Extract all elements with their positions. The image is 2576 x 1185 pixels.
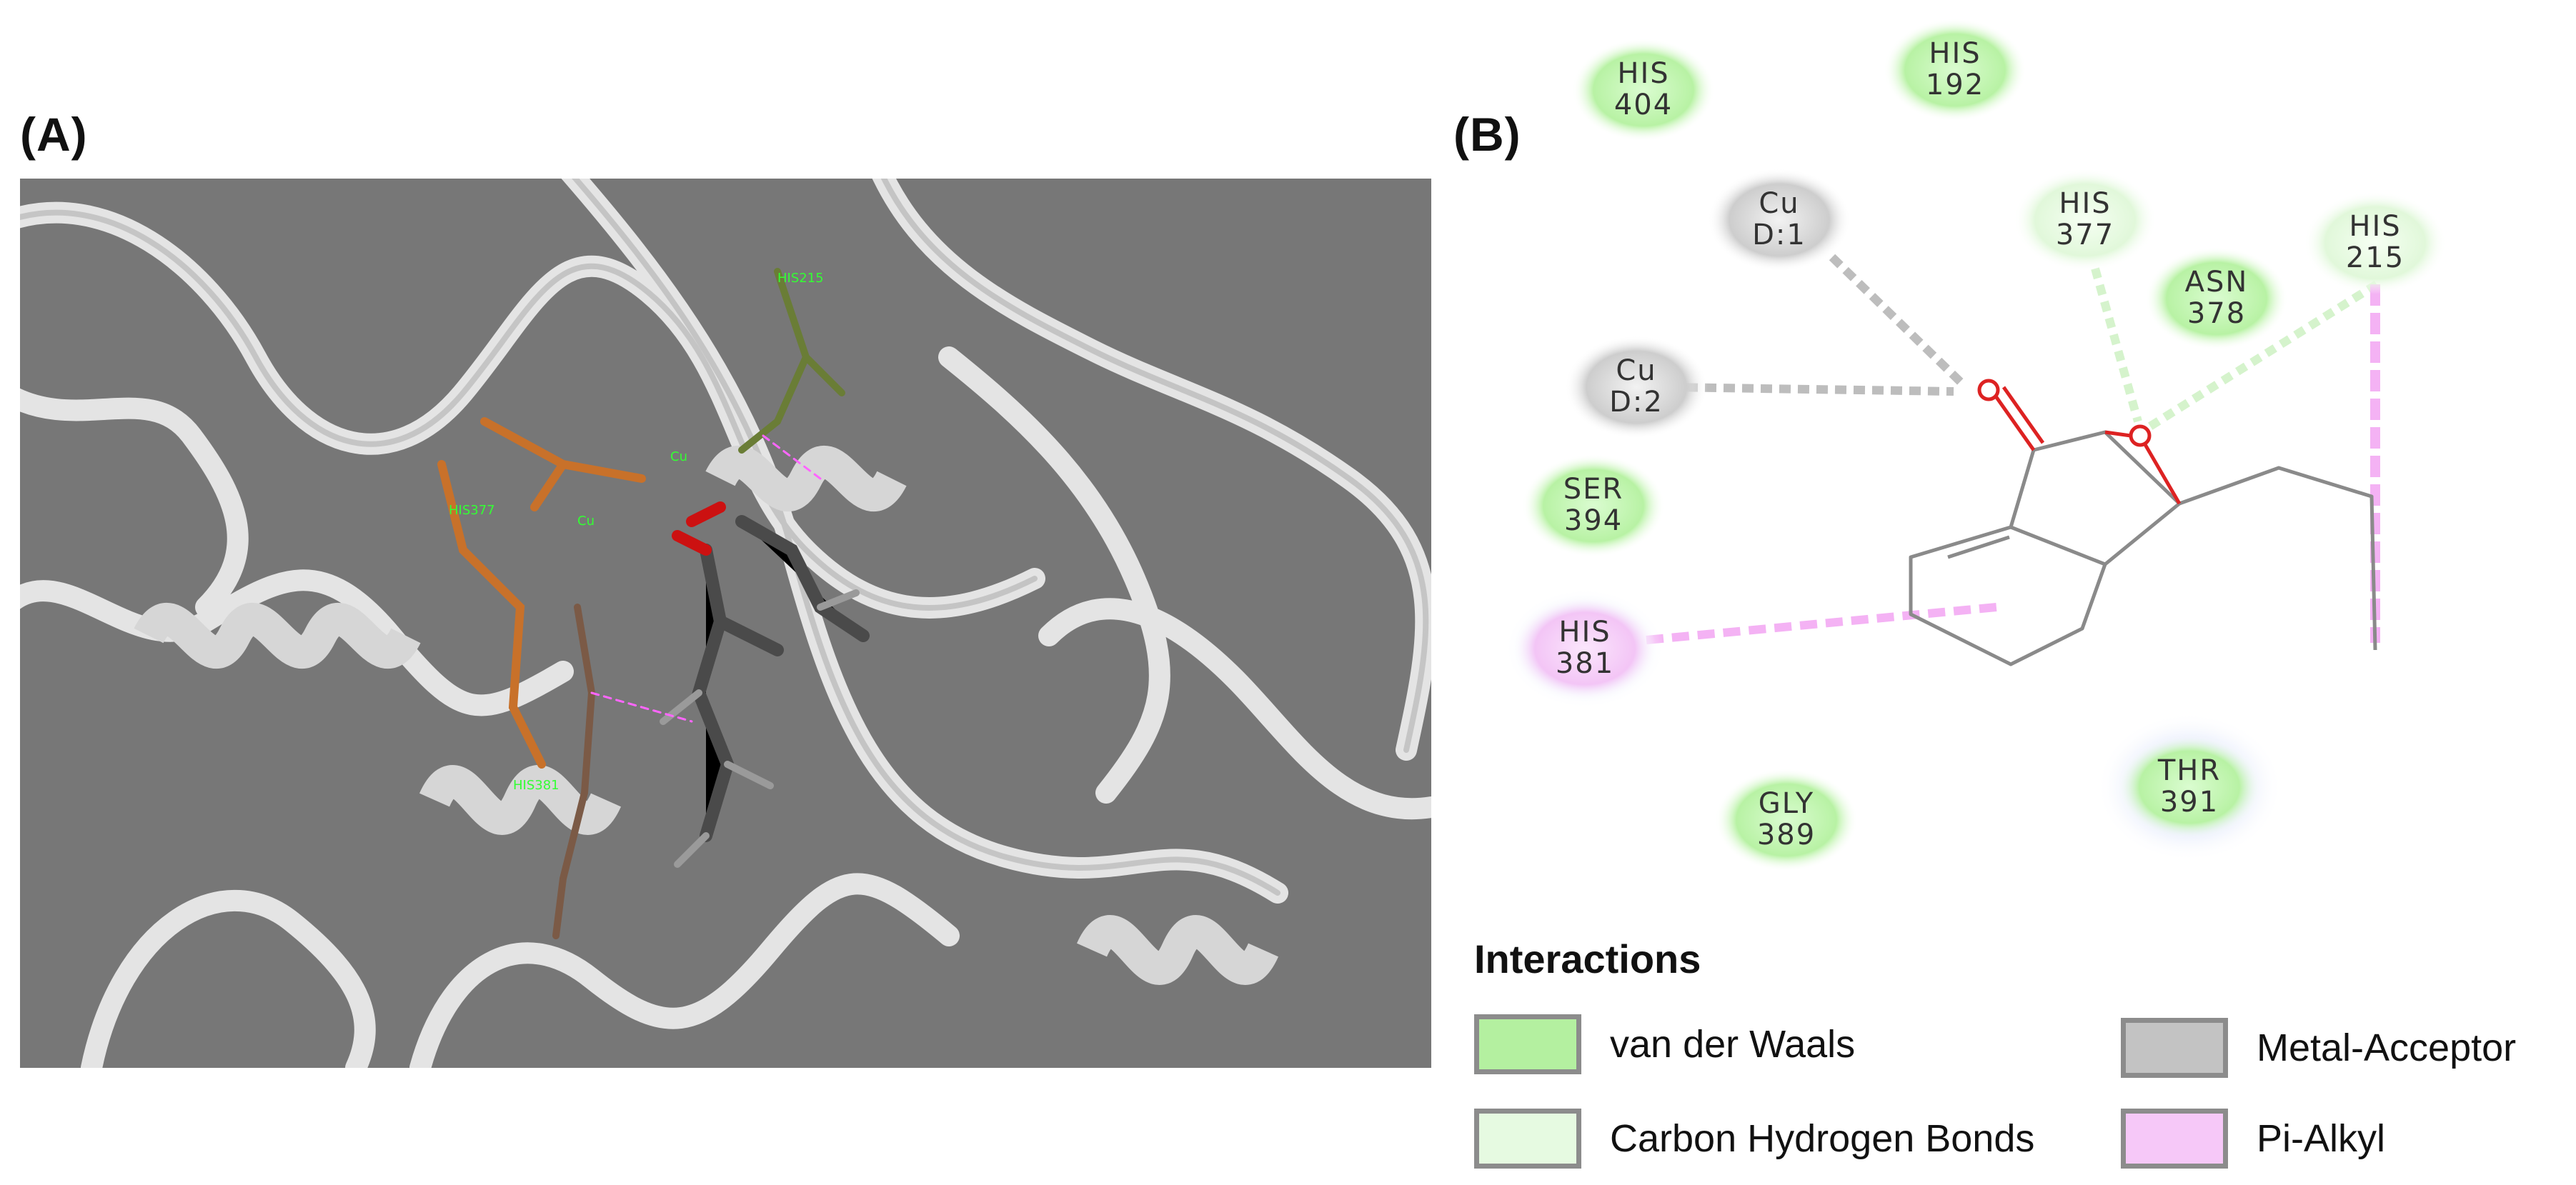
residue-his381: HIS 381 — [1505, 589, 1665, 709]
interaction-map-2d: HIS 404 HIS 192 Cu D:1 HIS 377 ASN 3 — [1453, 0, 2576, 1185]
svg-text:192: 192 — [1926, 69, 1984, 101]
residue-his377: HIS 377 — [2014, 169, 2157, 271]
svg-text:D:1: D:1 — [1752, 219, 1806, 251]
residue-tag-cu-2: Cu — [670, 449, 687, 464]
svg-text:THR: THR — [2157, 754, 2221, 787]
svg-text:HIS: HIS — [1617, 57, 1669, 90]
legend-label: van der Waals — [1610, 1023, 1856, 1066]
svg-text:381: 381 — [1556, 647, 1614, 680]
residue-gly389: GLY 389 — [1715, 769, 1858, 871]
residue-nodes: HIS 404 HIS 192 Cu D:1 HIS 377 ASN 3 — [1505, 19, 2447, 871]
pi-alkyl-line-his381 — [1646, 603, 1997, 644]
residue-cud2: Cu D:2 — [1565, 336, 1708, 439]
legend-title: Interactions — [1474, 936, 1701, 981]
panel-b-label: (B) — [1453, 108, 1521, 161]
legend-item-pi-alkyl: Pi-Alkyl — [2121, 1109, 2385, 1169]
ribbon-backbone — [20, 179, 1431, 1068]
residue-his215: HIS 215 — [2304, 191, 2447, 294]
svg-text:HIS: HIS — [2349, 210, 2401, 243]
svg-text:377: 377 — [2056, 219, 2114, 251]
svg-text:394: 394 — [1564, 504, 1623, 537]
residue-cud1: Cu D:1 — [1708, 169, 1851, 271]
svg-text:HIS: HIS — [1558, 616, 1611, 649]
legend-item-metal-acceptor: Metal-Acceptor — [2121, 1018, 2516, 1078]
residue-ser394: SER 394 — [1522, 454, 1665, 557]
ligand-structure — [1909, 386, 2377, 666]
svg-text:SER: SER — [1563, 473, 1623, 506]
panel-a-label: (A) — [20, 108, 88, 161]
legend-label: Carbon Hydrogen Bonds — [1610, 1117, 2035, 1160]
legend-swatch-metal-acceptor — [2121, 1018, 2228, 1078]
protein-3d-view: HIS215 HIS377 Cu Cu HIS381 — [20, 179, 1431, 1068]
carbon-hydrogen-line-his215 — [2144, 280, 2379, 433]
residue-thr391: THR 391 — [2097, 713, 2282, 861]
legend-label: Metal-Acceptor — [2257, 1026, 2517, 1069]
svg-text:Cu: Cu — [1759, 187, 1799, 220]
legend-item-carbon-hydrogen-bonds: Carbon Hydrogen Bonds — [1474, 1109, 2034, 1169]
legend-label: Pi-Alkyl — [2257, 1117, 2386, 1160]
metal-acceptor-line-cud2 — [1667, 383, 1954, 396]
carbon-hydrogen-line-his377 — [2091, 267, 2142, 423]
svg-text:404: 404 — [1614, 89, 1673, 121]
residue-tag-his215: HIS215 — [777, 271, 824, 286]
legend-swatch-carbon-hydrogen-bonds — [1474, 1109, 1581, 1169]
svg-text:HIS: HIS — [2059, 187, 2111, 220]
residue-his404: HIS 404 — [1572, 39, 1715, 141]
residue-his192: HIS 192 — [1884, 19, 2027, 121]
ring-oxygen-atom — [2129, 424, 2152, 447]
residue-tag-cu-1: Cu — [577, 514, 595, 529]
svg-text:GLY: GLY — [1759, 787, 1814, 820]
residue-tag-his381: HIS381 — [513, 778, 560, 793]
residue-asn378: ASN 378 — [2145, 247, 2288, 350]
svg-text:ASN: ASN — [2185, 266, 2249, 299]
svg-text:D:2: D:2 — [1609, 386, 1664, 419]
svg-text:389: 389 — [1757, 819, 1816, 851]
svg-text:Cu: Cu — [1616, 354, 1656, 387]
metal-acceptor-line-cud1 — [1829, 254, 1964, 386]
residue-sticks — [437, 268, 845, 939]
svg-text:378: 378 — [2187, 297, 2246, 330]
svg-text:391: 391 — [2160, 786, 2219, 819]
legend-swatch-pi-alkyl — [2121, 1109, 2228, 1169]
legend-item-van-der-waals: van der Waals — [1474, 1014, 1855, 1074]
helix-coils — [134, 446, 1279, 985]
carbonyl-oxygen-atom — [1977, 379, 2000, 401]
ligand-sticks — [660, 501, 870, 868]
svg-text:215: 215 — [2346, 241, 2405, 274]
protein-ribbon-render: HIS215 HIS377 Cu Cu HIS381 — [20, 179, 1431, 1068]
svg-text:HIS: HIS — [1929, 37, 1981, 70]
interaction-diagram: HIS 404 HIS 192 Cu D:1 HIS 377 ASN 3 — [1505, 19, 2447, 871]
legend-swatch-van-der-waals — [1474, 1014, 1581, 1074]
residue-tag-his377: HIS377 — [449, 503, 495, 518]
